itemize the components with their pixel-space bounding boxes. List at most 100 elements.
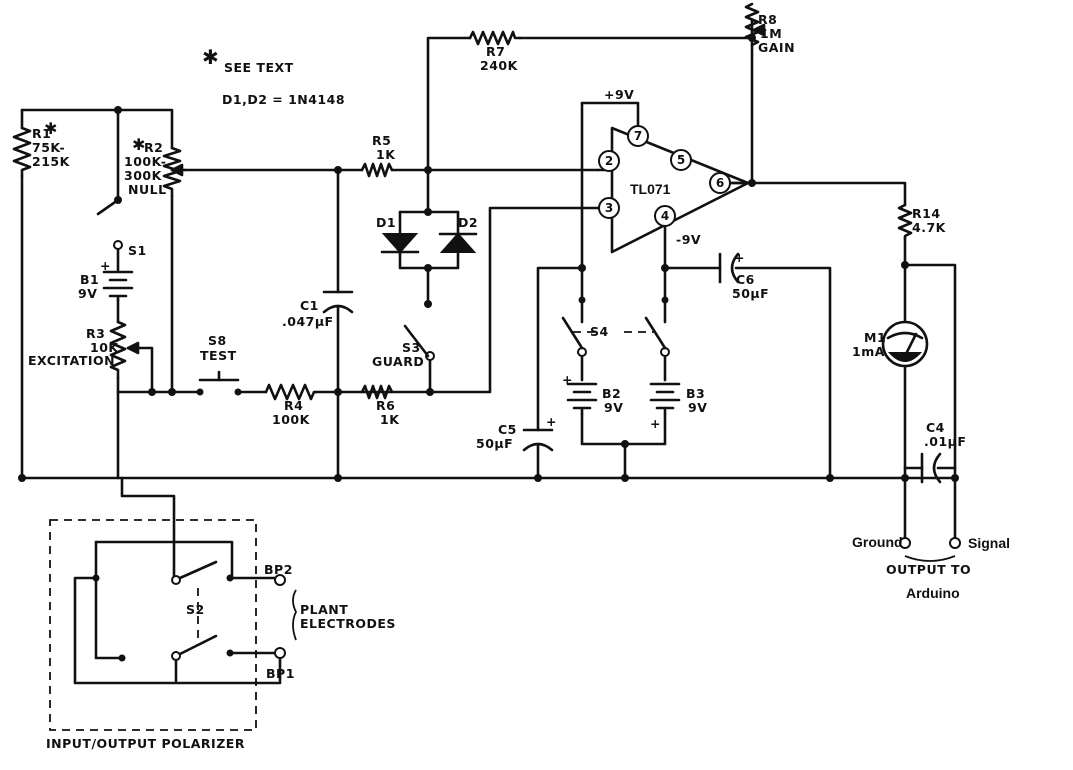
d1-label: D1 [376,215,396,230]
c4-val: .01µF [924,434,966,449]
b1-ref: B1 [80,272,99,287]
bp1-label: BP1 [266,666,295,681]
r1-val2: 215K [32,154,71,169]
pin-3: 3 [605,201,613,215]
electrodes-label: ELECTRODES [300,616,396,631]
c1-val: .047µF [282,314,334,329]
svg-text:✱: ✱ [202,45,219,69]
r4-val: 100K [272,412,311,427]
supply-neg: -9V [676,232,701,247]
asterisk-marks: ✱ ✱ ✱ [44,45,219,154]
c6-plus: + [734,250,745,265]
electrode-brace [292,589,298,641]
meter-m1 [881,320,929,368]
switch-s2 [92,560,234,662]
r7-ref: R7 [486,44,505,59]
b2-ref: B2 [602,386,621,401]
r5-val: 1K [376,147,396,162]
opamp-label: TL071 [630,181,671,197]
s3-ref: S3 [402,340,421,355]
c5-val: 50µF [476,436,513,451]
b3-ref: B3 [686,386,705,401]
r1-val1: 75K- [32,140,65,155]
s3-val: GUARD [372,354,424,369]
signal-label: Signal [968,535,1010,551]
s1-label: S1 [128,243,147,258]
pin-5: 5 [677,153,685,167]
supply-pos: +9V [604,87,634,102]
wires [20,18,957,685]
r2-ref: R2 [144,140,163,155]
c1-ref: C1 [300,298,319,313]
r14-val: 4.7K [912,220,947,235]
svg-text:✱: ✱ [44,119,58,138]
polarizer-box [49,519,257,731]
r2-val1: 100K- [124,154,166,169]
svg-text:✱: ✱ [132,135,146,154]
r2-val3: NULL [128,182,167,197]
r14-ref: R14 [912,206,941,221]
bp2-label: BP2 [264,562,293,577]
r4-ref: R4 [284,398,303,413]
r7-val: 240K [480,58,519,73]
ground-label: Ground [852,534,903,550]
switch-s4 [561,296,670,357]
b3-val: 9V [688,400,707,415]
pin-6: 6 [716,176,724,190]
capacitor-c4 [920,452,942,484]
resistor-r6 [360,384,394,400]
c6-val: 50µF [732,286,769,301]
r8-val1: 1M [760,26,782,41]
pin-4: 4 [661,209,669,223]
capacitor-c1 [322,290,354,314]
r3-val2: EXCITATION [28,353,115,368]
m1-val: 1mA [852,344,885,359]
s8-val: TEST [200,348,237,363]
resistor-r3 [109,320,140,380]
opamp-tl071: 2 3 4 5 6 7 [596,125,750,254]
c6-ref: C6 [736,272,755,287]
b2-plus: + [562,372,573,387]
r6-val: 1K [380,412,400,427]
s2-label: S2 [186,602,205,617]
capacitor-c6 [718,252,740,284]
resistor-r1 [12,126,32,178]
pin-7: 7 [634,129,642,143]
resistor-r2 [162,146,187,198]
resistor-r4 [264,383,318,401]
note-diodes: D1,D2 = 1N4148 [222,92,345,107]
resistor-r7 [468,30,522,46]
diode-d1 [380,233,420,254]
plant-label: PLANT [300,602,348,617]
r5-ref: R5 [372,133,391,148]
polarizer-label: INPUT/OUTPUT POLARIZER [46,736,245,751]
capacitor-c5 [522,428,554,452]
r3-val1: 10K [90,340,119,355]
output-brace [904,555,956,562]
b3-plus: + [650,416,661,431]
c5-plus: + [546,414,557,429]
arduino-label: Arduino [906,585,960,601]
r1-ref: R1 [32,126,51,141]
switch-s8 [196,370,242,396]
diode-d2 [438,232,478,253]
resistor-r5 [360,162,394,178]
s4-label: S4 [590,324,609,339]
b2-val: 9V [604,400,623,415]
battery-b2 [566,382,598,416]
pin-2: 2 [605,154,613,168]
d2-label: D2 [458,215,478,230]
battery-b1 [102,270,134,302]
r8-ref: R8 [758,12,777,27]
b1-plus: + [100,258,111,273]
c5-ref: C5 [498,422,517,437]
s8-ref: S8 [208,333,227,348]
note-see-text: SEE TEXT [224,60,294,75]
switch-s1 [96,198,123,250]
r3-ref: R3 [86,326,105,341]
r6-ref: R6 [376,398,395,413]
r2-val2: 300K [124,168,163,183]
c4-ref: C4 [926,420,945,435]
switch-s3 [403,300,435,361]
